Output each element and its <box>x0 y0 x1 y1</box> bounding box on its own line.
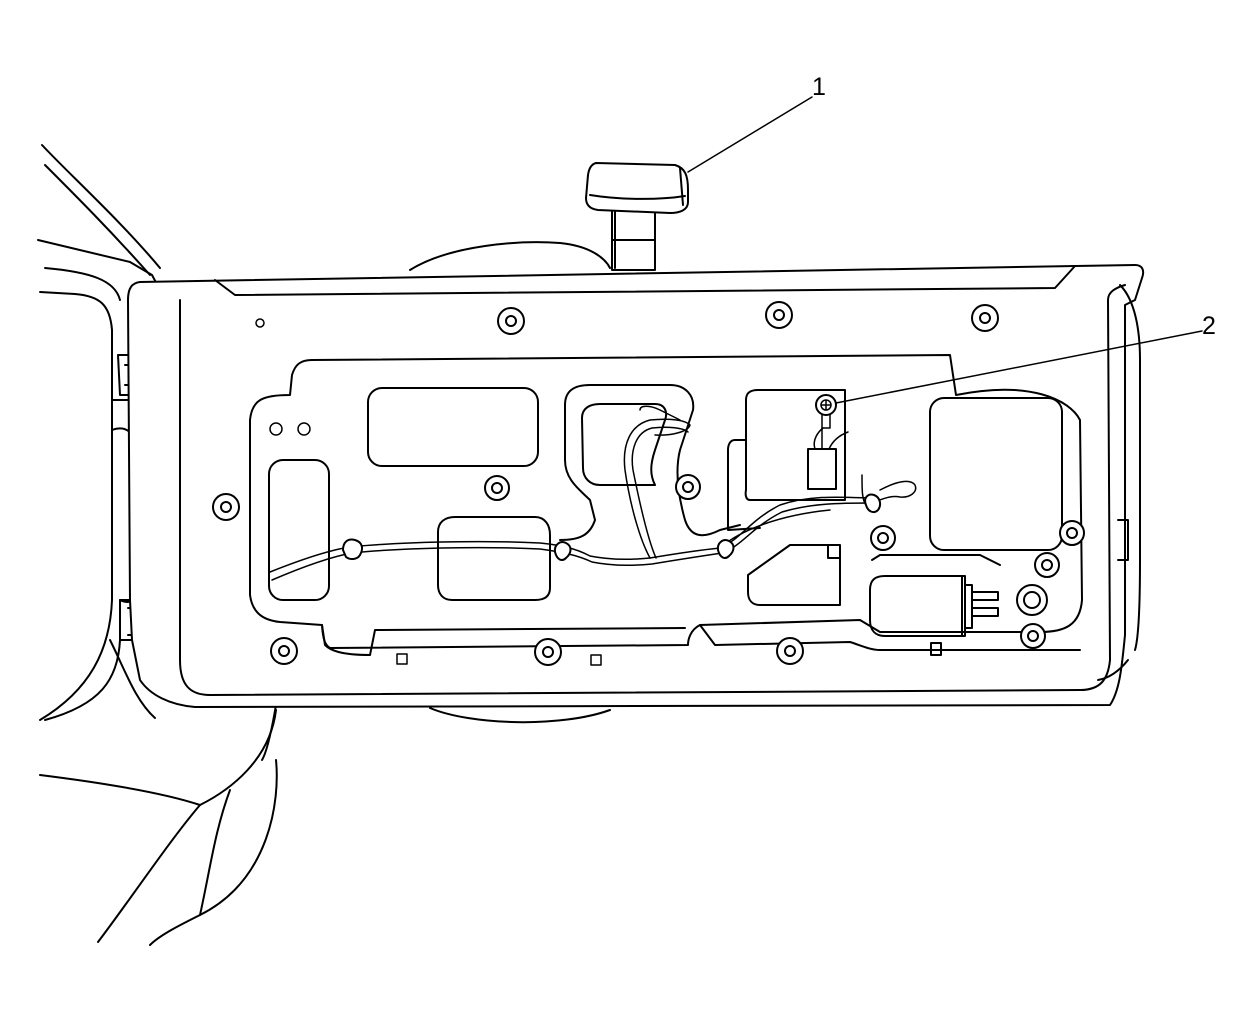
fastener-hole <box>534 638 562 666</box>
small-hole <box>255 318 265 328</box>
ground-terminal <box>807 394 849 490</box>
fastener-hole <box>971 304 999 332</box>
small-hole <box>297 422 311 436</box>
fastener-hole <box>1020 623 1046 649</box>
fastener-hole <box>1016 584 1048 616</box>
callout-label-2: 2 <box>1202 312 1216 340</box>
fastener-hole <box>212 493 240 521</box>
fastener-hole <box>270 637 298 665</box>
callout-1: 1 <box>687 73 826 173</box>
fastener-hole <box>497 307 525 335</box>
wiring-harness <box>269 405 917 581</box>
fastener-hole <box>675 474 701 500</box>
fastener-holes <box>212 301 1085 666</box>
fastener-hole <box>870 525 896 551</box>
vehicle-body-left <box>37 144 278 946</box>
fastener-hole <box>765 301 793 329</box>
fastener-hole <box>1034 552 1060 578</box>
leader-line-1 <box>687 96 813 173</box>
fastener-hole <box>776 637 804 665</box>
square-hole <box>396 653 408 665</box>
fastener-hole <box>1059 520 1085 546</box>
callout-label-1: 1 <box>812 73 826 101</box>
small-hole <box>269 422 283 436</box>
panel-cutouts <box>268 384 1063 656</box>
callout-2: 2 <box>835 312 1216 404</box>
handle-stop <box>585 162 689 271</box>
square-hole <box>590 654 602 666</box>
inner-panel <box>249 354 1083 656</box>
leader-line-2 <box>835 330 1203 404</box>
fastener-hole <box>484 475 510 501</box>
background-wheel <box>409 241 611 724</box>
